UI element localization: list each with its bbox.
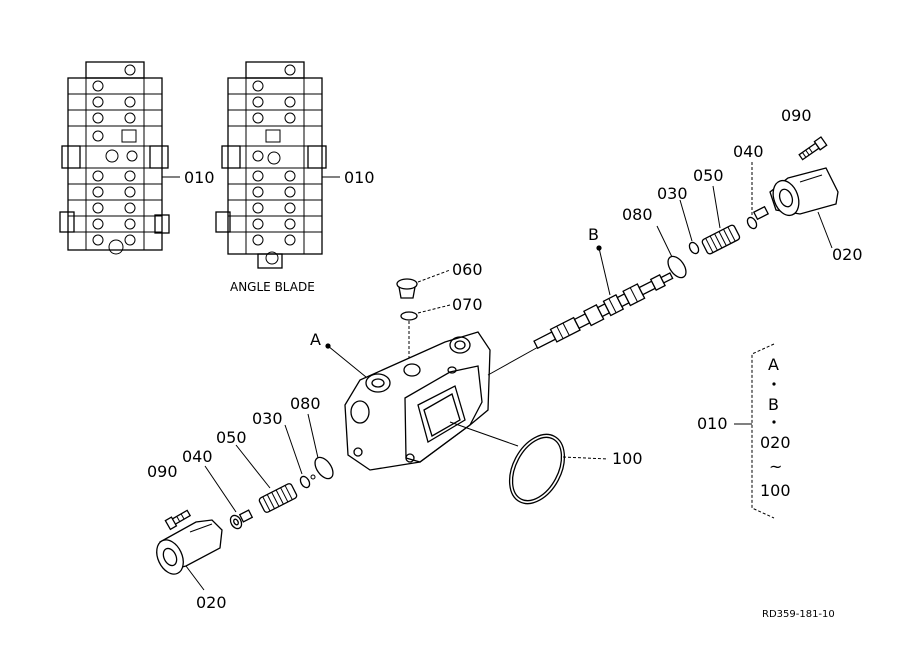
- bolt-090-top: [798, 136, 828, 161]
- valve-assembly-standard: [59, 61, 180, 255]
- o-ring-080-top: [667, 255, 687, 279]
- part-label-030-bottom: 030: [252, 409, 283, 428]
- part-label-090-bottom: 090: [147, 462, 178, 481]
- bolt-090-bottom: [164, 509, 192, 531]
- part-label-040-top: 040: [733, 142, 764, 161]
- plug-060: [396, 278, 418, 299]
- part-label-050-bottom: 050: [216, 428, 247, 447]
- bolt-040-bottom: [229, 509, 254, 530]
- legend-a: A: [768, 355, 779, 374]
- part-label-020-bottom: 020: [196, 593, 227, 612]
- spool-b: [533, 272, 674, 350]
- cap-020-top: [769, 167, 839, 217]
- legend-020: 020: [760, 433, 791, 452]
- part-label-100: 100: [612, 449, 643, 468]
- cap-020-bottom: [156, 519, 223, 575]
- part-label-010-left: 010: [184, 168, 215, 187]
- assembly-legend: [734, 343, 776, 519]
- spring-050-top: [701, 224, 741, 255]
- part-label-010-right: 010: [344, 168, 375, 187]
- part-label-080-top: 080: [622, 205, 653, 224]
- spring-seat-030-bottom: [299, 474, 316, 489]
- legend-010: 010: [697, 414, 728, 433]
- o-ring-100: [508, 433, 566, 505]
- spring-seat-030-top: [688, 241, 700, 255]
- part-label-b: B: [588, 225, 599, 244]
- part-label-080-bottom: 080: [290, 394, 321, 413]
- o-ring-070: [400, 311, 418, 321]
- bolt-040-top: [746, 205, 770, 230]
- part-label-030-top: 030: [657, 184, 688, 203]
- part-label-040-bottom: 040: [182, 447, 213, 466]
- part-label-050-top: 050: [693, 166, 724, 185]
- valve-assembly-angle-blade: [215, 61, 340, 269]
- part-label-090-top: 090: [781, 106, 812, 125]
- part-label-060: 060: [452, 260, 483, 279]
- legend-b: B: [768, 395, 779, 414]
- part-label-020-top: 020: [832, 245, 863, 264]
- part-label-a: A: [310, 330, 321, 349]
- drawing-reference: RD359-181-10: [762, 609, 835, 620]
- o-ring-080-bottom: [314, 456, 334, 480]
- legend-tilde: ~: [769, 457, 782, 476]
- legend-100: 100: [760, 481, 791, 500]
- spring-050-bottom: [258, 483, 298, 513]
- part-label-070: 070: [452, 295, 483, 314]
- angle-blade-caption: ANGLE BLADE: [230, 280, 315, 294]
- valve-body-a: [344, 331, 541, 471]
